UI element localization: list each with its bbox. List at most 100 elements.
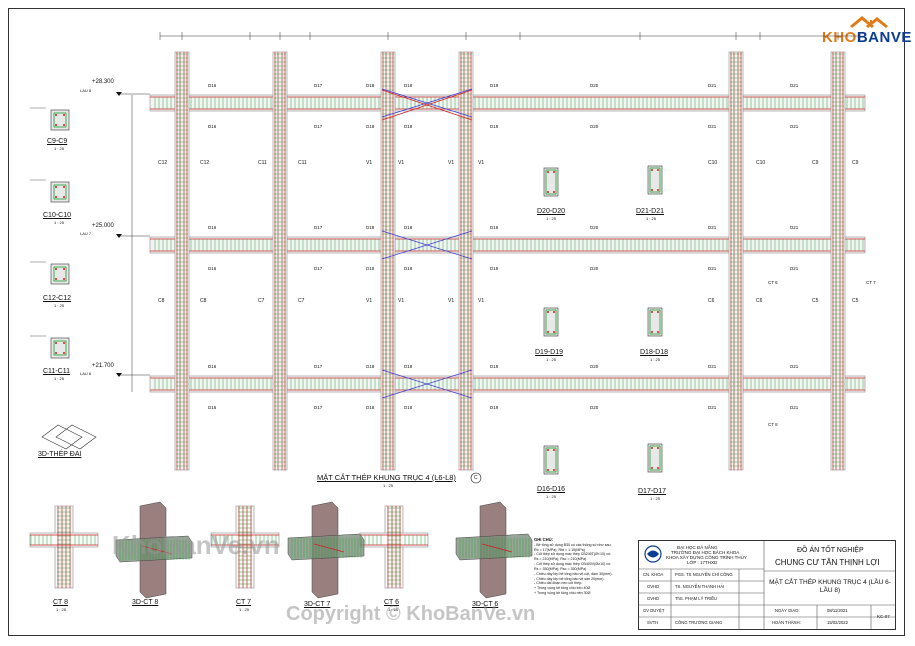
column bbox=[174, 51, 190, 471]
section-rebar-dot bbox=[55, 268, 57, 270]
section-c9-scale: 1 : 25 bbox=[54, 146, 65, 151]
section-rebar-dot bbox=[657, 467, 659, 469]
beam-label: D16 bbox=[208, 225, 217, 230]
tb-drawing-title: MẶT CẮT THÉP KHUNG TRỤC 4 (LẦU 6-LẦU 8) bbox=[769, 579, 891, 595]
tb-role: SVTH bbox=[647, 620, 659, 625]
tb-role: GV DUYỆT bbox=[643, 608, 665, 613]
beam-label: D18 bbox=[366, 225, 375, 230]
logo-prefix: KHO bbox=[822, 29, 857, 46]
beam-label: D18 bbox=[404, 83, 413, 88]
beam-label: D20 bbox=[590, 266, 599, 271]
beam-label: D19 bbox=[490, 405, 499, 410]
section-c11-scale: 1 : 25 bbox=[54, 376, 65, 381]
section-rebar-dot bbox=[547, 469, 549, 471]
column-label: C11 bbox=[298, 160, 307, 166]
level-name-lau6: LAU 6 bbox=[80, 371, 92, 376]
column bbox=[728, 51, 744, 471]
beam-label: D18 bbox=[404, 266, 413, 271]
detail-ct6-scale: 1 : 25 bbox=[388, 607, 399, 612]
section-d21-scale: 1 : 25 bbox=[646, 216, 657, 221]
column-label: C9 bbox=[812, 160, 819, 166]
notes-line: - Chiều dài đoạn neo cốt thép: bbox=[534, 581, 583, 586]
section-rebar-dot bbox=[651, 189, 653, 191]
beam-label: D21 bbox=[708, 225, 717, 230]
section-rebar-dot bbox=[55, 196, 57, 198]
notes-line: - Cốt thép sử dụng mác thép CB400V(Ø≥10)… bbox=[534, 562, 612, 567]
main-title: MẶT CẮT THÉP KHUNG TRỤC 4 (L6-L8) bbox=[317, 473, 456, 482]
section-d16-scale: 1 : 25 bbox=[546, 494, 557, 499]
section-rebar-dot bbox=[657, 189, 659, 191]
tb-school-2: TRƯỜNG ĐẠI HỌC BÁCH KHOA bbox=[671, 550, 740, 555]
beam-label: D21 bbox=[790, 83, 799, 88]
beam-label: D19 bbox=[490, 364, 499, 369]
section-rebar-dot bbox=[547, 191, 549, 193]
column-label: V1 bbox=[478, 160, 484, 166]
notes-line: + Trong vùng bê tông chịu nén 30Ø bbox=[534, 591, 591, 596]
level-lau7: +25.000 bbox=[92, 223, 114, 229]
section-rebar-dot bbox=[55, 114, 57, 116]
tb-project-name: CHUNG CƯ TÂN THỊNH LỢI bbox=[775, 558, 880, 567]
column-label: C7 bbox=[258, 298, 265, 304]
beam-label: D21 bbox=[708, 266, 717, 271]
section-rebar-dot bbox=[547, 449, 549, 451]
section-stirrup bbox=[53, 266, 67, 282]
section-rebar-dot bbox=[553, 469, 555, 471]
level-marker bbox=[116, 92, 122, 96]
section-stirrup bbox=[53, 112, 67, 128]
logo-house-icon bbox=[850, 16, 888, 28]
general-notes: GHI CHÚ: - Bê tông sử dụng B30 có các th… bbox=[534, 537, 634, 629]
detail-ct7-scale: 1 : 25 bbox=[239, 607, 250, 612]
beam-label: D21 bbox=[790, 124, 799, 129]
ct-tag: CT 6 bbox=[768, 280, 778, 285]
section-d18: D18-D18 bbox=[640, 349, 669, 356]
beam-section bbox=[543, 307, 559, 337]
column-label: C12 bbox=[158, 160, 167, 166]
khobanve-logo: KHOBANVE bbox=[822, 14, 911, 54]
detail-3d-ct8: 3D-CT 8 bbox=[132, 599, 159, 606]
detail-ct8: CT 8 bbox=[53, 599, 69, 606]
section-c12-scale: 1 : 25 bbox=[54, 303, 65, 308]
section-rebar-dot bbox=[553, 171, 555, 173]
column-label: V1 bbox=[366, 298, 372, 304]
section-d17: D17-D17 bbox=[638, 488, 667, 495]
section-c12: C12-C12 bbox=[43, 295, 72, 302]
column-label: C5 bbox=[852, 298, 859, 304]
section-rebar-dot bbox=[553, 191, 555, 193]
section-d20-scale: 1 : 25 bbox=[546, 216, 557, 221]
beam-label: D17 bbox=[314, 266, 323, 271]
section-c10-scale: 1 : 25 bbox=[54, 220, 65, 225]
column-label: V1 bbox=[366, 160, 372, 166]
beam-label: D17 bbox=[314, 364, 323, 369]
section-rebar-dot bbox=[55, 352, 57, 354]
beam-label: D21 bbox=[708, 405, 717, 410]
main-title-scale: 1 : 25 bbox=[383, 483, 394, 488]
beam-label: D18 bbox=[366, 83, 375, 88]
beam-label: D18 bbox=[366, 364, 375, 369]
tb-person: CÔNG TRƯỜNG GIANG bbox=[675, 620, 723, 625]
beam-label: D21 bbox=[790, 405, 799, 410]
stirrup-3d-shape bbox=[41, 424, 83, 450]
beam-label: D21 bbox=[708, 83, 717, 88]
section-stirrup bbox=[545, 447, 557, 473]
detail-ct8-scale: 1 : 25 bbox=[56, 607, 67, 612]
section-rebar-dot bbox=[547, 311, 549, 313]
tb-person: TS. NGUYỄN THANH HẢI bbox=[675, 584, 725, 589]
diagonal-rebar bbox=[381, 89, 473, 121]
tb-person: PGS. TS NGUYỄN CHÍ CÔNG bbox=[675, 572, 733, 577]
section-rebar-dot bbox=[547, 331, 549, 333]
section-stirrup bbox=[649, 167, 661, 193]
level-name-lau8: LAU 8 bbox=[80, 88, 92, 93]
section-rebar-dot bbox=[651, 447, 653, 449]
column-label: C8 bbox=[158, 298, 165, 304]
stirrup-3d-shape bbox=[55, 424, 97, 450]
column-label: C12 bbox=[200, 160, 209, 166]
drawing-sheet bbox=[8, 8, 905, 636]
tb-role: GVHD bbox=[647, 596, 660, 601]
beam-label: D16 bbox=[208, 364, 217, 369]
section-rebar-dot bbox=[651, 169, 653, 171]
beam-label: D16 bbox=[208, 124, 217, 129]
level-lau8: +28.300 bbox=[92, 79, 114, 85]
section-rebar-dot bbox=[63, 186, 65, 188]
beam-label: D21 bbox=[708, 124, 717, 129]
section-rebar-dot bbox=[657, 169, 659, 171]
